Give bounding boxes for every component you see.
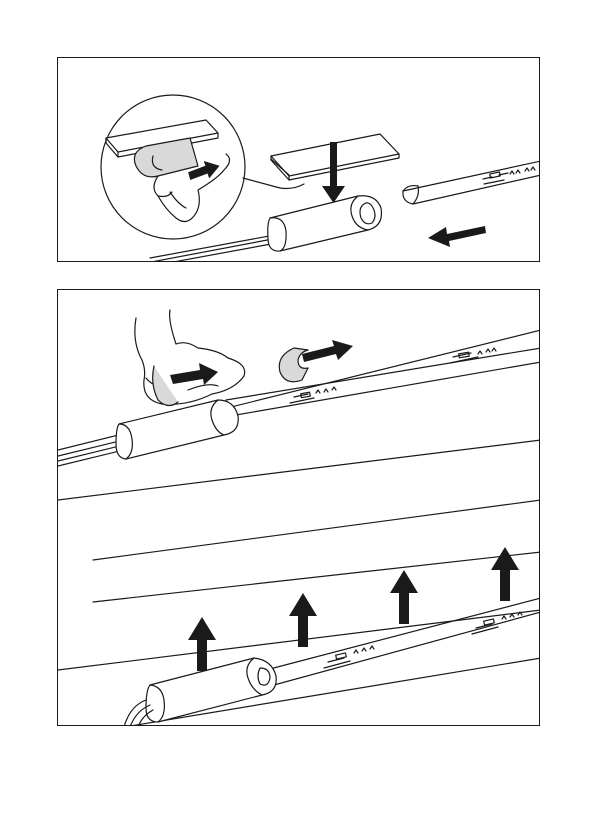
step-two-illustration: [58, 290, 540, 726]
mounting-clip-upper: [116, 400, 238, 459]
led-light-strip-upper: [226, 348, 540, 415]
peeled-tape: [279, 348, 308, 382]
cabinet-line: [93, 552, 540, 602]
rail-edge-line: [146, 238, 278, 262]
step-one-illustration: [58, 58, 540, 262]
mounting-clip: [268, 196, 382, 251]
cabinet-line: [93, 500, 540, 560]
hand: [135, 310, 245, 406]
step-one-panel: [57, 57, 540, 262]
push-arrow-icon: [170, 363, 218, 385]
step-two-panel: [57, 289, 540, 726]
left-arrow-icon: [428, 226, 486, 247]
led-light-strip: [403, 161, 540, 204]
up-arrow-icon: [188, 617, 216, 671]
up-arrow-icon: [390, 570, 418, 624]
slide-arrow-icon: [302, 340, 353, 362]
